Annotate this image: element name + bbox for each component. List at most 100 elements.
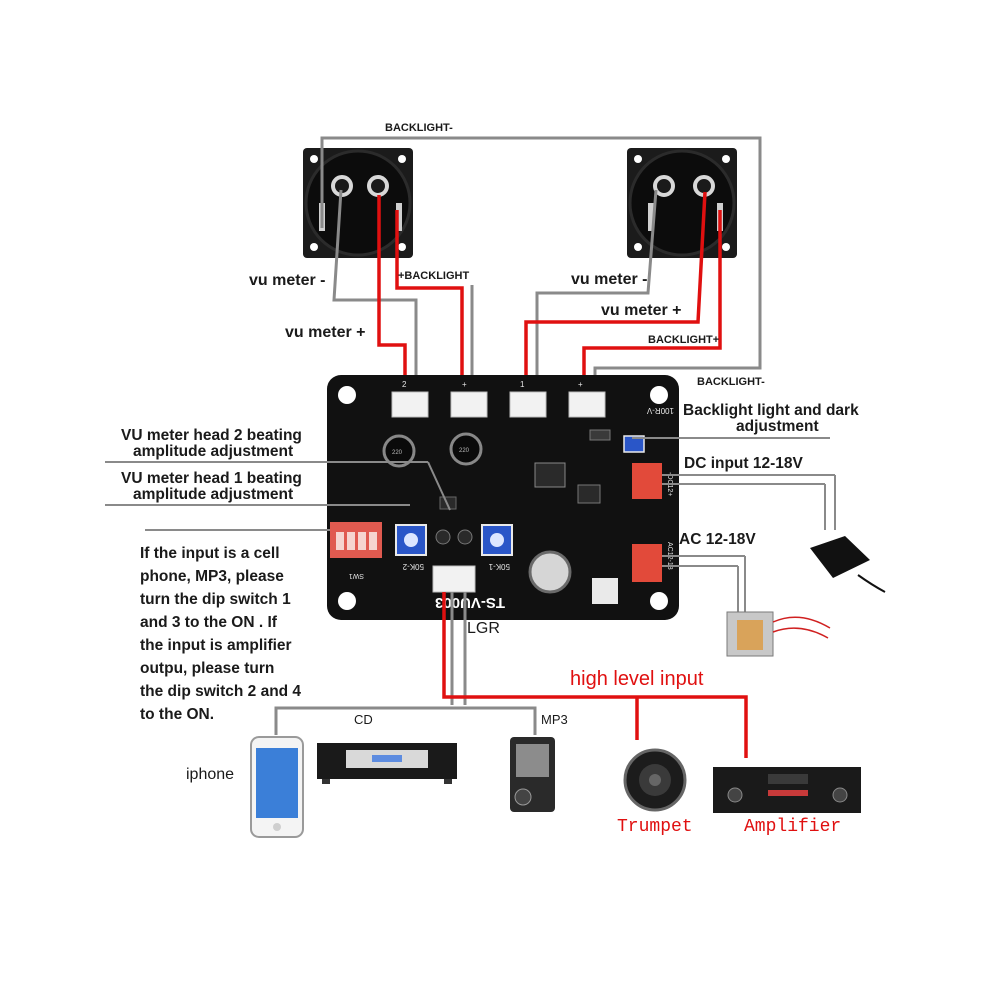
capacitor (382, 434, 416, 468)
label-backlight-adjust-1: Backlight light and dark (683, 402, 859, 419)
terminal-lug (367, 175, 389, 197)
note-line: turn the dip switch 1 (140, 591, 291, 608)
pot-knob (490, 533, 504, 547)
iphone-device (250, 736, 304, 838)
pot-knob (404, 533, 418, 547)
dip-lever (369, 532, 377, 550)
cap-left-silk: 220 (392, 450, 403, 456)
dc-adapter (810, 475, 886, 593)
control-board (327, 375, 679, 620)
label-high-level-input: high level input (570, 668, 704, 690)
mount-hole (650, 386, 668, 404)
dc-terminal (632, 463, 662, 499)
label-backlight-neg-right: BACKLIGHT- (697, 376, 765, 388)
label-backlight-pos-left: +BACKLIGHT (398, 270, 470, 282)
meter-connector-2 (391, 391, 429, 418)
terminal-lug (653, 175, 675, 197)
label-head1-line2: amplitude adjustment (133, 486, 294, 503)
note-line: to the ON. (140, 706, 215, 723)
screw-hole (722, 243, 730, 251)
label-backlight-neg-top: BACKLIGHT- (385, 122, 453, 134)
label-lgr: LGR (467, 620, 500, 637)
smd-part (439, 496, 457, 510)
label-head2-line1: VU meter head 2 beating (121, 427, 302, 444)
connector-3-silk: 1 (520, 380, 525, 389)
note-line: and 3 to the ON . If (140, 614, 277, 631)
pot-left-silk: 50K-2 (402, 562, 424, 571)
cap-right-silk: 220 (459, 448, 470, 454)
label-vu-plus-right: vu meter + (601, 302, 682, 319)
amplifier-device (713, 767, 861, 813)
input-wires-gray (274, 592, 537, 735)
label-cd: CD (354, 712, 373, 727)
capacitor (449, 432, 483, 466)
note-line: the dip switch 2 and 4 (140, 683, 302, 700)
screw-hole (722, 155, 730, 163)
ic-chip (534, 462, 566, 488)
large-capacitor (528, 550, 572, 594)
label-ac-input: AC 12-18V (679, 531, 756, 548)
label-vu-plus-left: vu meter + (285, 324, 366, 341)
screw-hole (634, 155, 642, 163)
mount-hole (650, 592, 668, 610)
meter-wires-red (377, 191, 722, 393)
label-head2-line2: amplitude adjustment (133, 443, 294, 460)
note-line: the input is amplifier (140, 637, 292, 654)
ac-transformer (726, 556, 831, 657)
transformer-coil (737, 620, 763, 650)
note-line: phone, MP3, please (140, 568, 284, 585)
label-vu-minus-left: vu meter - (249, 272, 326, 289)
ic-chip (577, 484, 601, 504)
transistor (435, 529, 451, 545)
annotation-lines (105, 437, 835, 567)
screw-hole (310, 155, 318, 163)
terminal-pin (396, 203, 402, 231)
connector-2-silk: + (462, 380, 467, 389)
pot-top-silk: 100R-V (646, 406, 674, 415)
screw-hole (398, 155, 406, 163)
label-trumpet: Trumpet (617, 817, 693, 837)
label-dc-input: DC input 12-18V (684, 455, 803, 472)
pot-100r (623, 435, 645, 453)
dip-lever (358, 532, 366, 550)
ac-terminal (632, 544, 662, 582)
dip-lever (347, 532, 355, 550)
pot-50k-2 (395, 524, 427, 556)
smd-part (589, 429, 611, 441)
dip-lever (336, 532, 344, 550)
label-mp3: MP3 (541, 712, 568, 727)
screw-hole (310, 243, 318, 251)
meter-connector-backlight-2 (450, 391, 488, 418)
label-head1-line1: VU meter head 1 beating (121, 470, 302, 487)
dip-switch-instructions: If the input is a cell phone, MP3, pleas… (140, 542, 335, 726)
meter-connector-1 (509, 391, 547, 418)
mount-hole (338, 592, 356, 610)
mp3-player-device (510, 737, 555, 812)
transistor (457, 529, 473, 545)
label-vu-minus-right: vu meter - (571, 271, 648, 288)
note-line: outpu, please turn (140, 660, 275, 677)
connector-4-silk: + (578, 380, 583, 389)
label-backlight-pos-right: BACKLIGHT+ (648, 334, 720, 346)
board-pcb (327, 375, 679, 620)
note-line: If the input is a cell (140, 545, 280, 562)
input-wires-red (442, 592, 748, 758)
dc-adapter-body (810, 536, 870, 578)
meter-connector-backlight-1 (568, 391, 606, 418)
brand-logo (592, 578, 618, 604)
mount-hole (338, 386, 356, 404)
label-backlight-adjust-2: adjustment (736, 418, 819, 435)
dip-silk: SW1 (349, 572, 364, 579)
screw-hole (634, 243, 642, 251)
trumpet-speaker-device (623, 748, 687, 812)
vu-meter-right (627, 148, 737, 258)
screw-hole (398, 243, 406, 251)
cd-player-device (317, 743, 457, 784)
meter-wires-gray (320, 136, 762, 393)
lgr-connector (432, 565, 476, 593)
connector-1-silk: 2 (402, 380, 407, 389)
label-iphone: iphone (186, 766, 235, 783)
label-amplifier: Amplifier (744, 817, 842, 837)
